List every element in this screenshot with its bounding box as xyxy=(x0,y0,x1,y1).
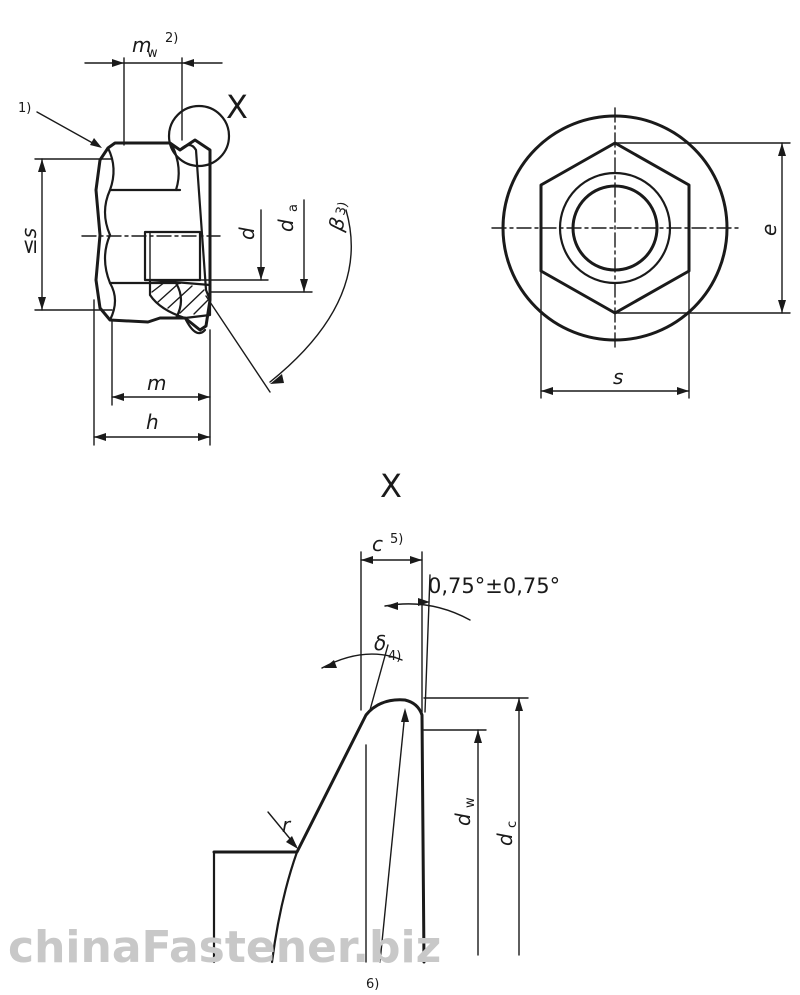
view-x-label: X xyxy=(226,88,248,126)
mw-label: m xyxy=(132,33,151,57)
da-sub: a xyxy=(286,204,301,212)
beta-note: 3) xyxy=(333,200,351,217)
top-view: e s xyxy=(491,107,791,399)
r-label: r xyxy=(282,813,292,837)
dc-sub: c xyxy=(505,821,520,828)
delta-label: δ xyxy=(374,631,386,655)
dw-sub: w xyxy=(463,797,478,808)
beta-label: β xyxy=(323,215,350,235)
side-view: X m w 2) 1) ≤s d d a β xyxy=(17,31,352,446)
detail-circle xyxy=(167,104,231,168)
s-label: s xyxy=(613,365,623,389)
detail-x-view: X c 5) 0,75°±0,75° δ 4) r d xyxy=(212,467,560,992)
s-min-label: ≤s xyxy=(17,228,41,255)
flange-profile xyxy=(212,698,426,964)
watermark: chinaFastener.biz xyxy=(8,922,441,973)
da-label: d xyxy=(274,219,298,232)
mw-note: 2) xyxy=(165,31,178,46)
delta-note: 4) xyxy=(388,649,401,664)
dc-label: d xyxy=(493,833,517,846)
mw-sub: w xyxy=(147,46,158,61)
h-label: h xyxy=(146,410,159,434)
note-6: 6) xyxy=(366,977,379,992)
angle-label: 0,75°±0,75° xyxy=(428,574,560,598)
c-label: c xyxy=(372,532,383,556)
detail-x-title: X xyxy=(380,467,402,505)
m-label: m xyxy=(147,371,166,395)
dw-label: d xyxy=(451,813,475,826)
c-note: 5) xyxy=(390,532,403,547)
note-1: 1) xyxy=(18,101,31,116)
hatched-section xyxy=(148,278,212,320)
d-label: d xyxy=(235,227,259,240)
e-label: e xyxy=(757,224,781,236)
